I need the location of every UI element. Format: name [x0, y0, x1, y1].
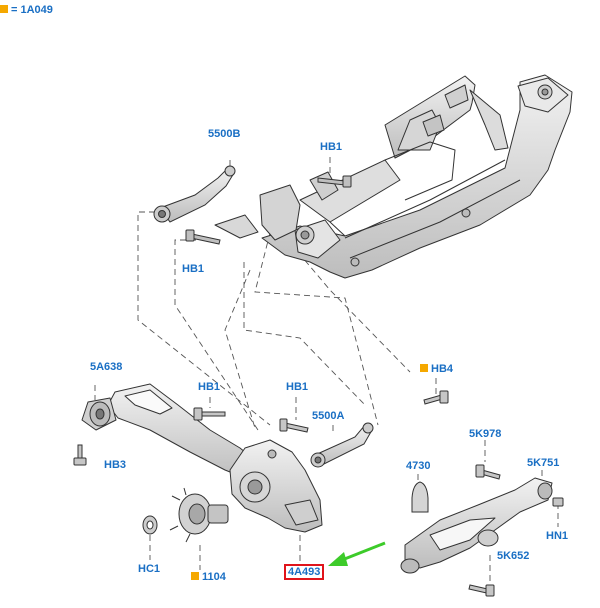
trailing-arm: [81, 383, 263, 481]
wheel-hub: [169, 487, 229, 543]
legend: = 1A049: [0, 4, 53, 16]
label-hb1-mid1[interactable]: HB1: [198, 381, 221, 393]
bolts: [73, 390, 564, 597]
lower-control-arm: [400, 477, 553, 574]
label-hb4[interactable]: HB4: [420, 363, 453, 375]
label-hb1-left[interactable]: HB1: [182, 263, 205, 275]
label-hb1-mid2[interactable]: HB1: [286, 381, 309, 393]
label-4a493[interactable]: 4A493: [284, 564, 325, 580]
label-hn1[interactable]: HN1: [546, 530, 569, 542]
toe-link-5500a: [310, 422, 374, 468]
label-4730[interactable]: 4730: [406, 460, 431, 472]
assembly-dash-lines: [79, 157, 559, 582]
label-5k978[interactable]: 5K978: [469, 428, 502, 440]
label-hc1[interactable]: HC1: [138, 563, 161, 575]
label-5500b[interactable]: 5500B: [208, 128, 241, 140]
bump-stop: [411, 481, 429, 513]
rear-subframe: [214, 74, 573, 279]
subframe-bolts: [185, 175, 352, 245]
washer: [142, 515, 158, 535]
pointer-arrow: [328, 541, 386, 566]
label-4a493-highlight: 4A493: [284, 564, 325, 580]
label-1104[interactable]: 1104: [191, 571, 226, 583]
label-hb4-text: HB4: [431, 363, 454, 375]
legend-marker: [0, 5, 8, 13]
label-5500a[interactable]: 5500A: [312, 410, 345, 422]
label-5k751[interactable]: 5K751: [527, 457, 560, 469]
legend-text: = 1A049: [11, 4, 53, 16]
label-hb3[interactable]: HB3: [104, 459, 127, 471]
knuckle: [229, 439, 323, 533]
label-5a638[interactable]: 5A638: [90, 361, 123, 373]
label-1104-text: 1104: [202, 571, 226, 583]
label-hb1-top[interactable]: HB1: [320, 141, 343, 153]
marker-square: [420, 364, 428, 372]
label-5k652[interactable]: 5K652: [497, 550, 530, 562]
upper-arm-5500b: [153, 165, 236, 223]
marker-square: [191, 572, 199, 580]
